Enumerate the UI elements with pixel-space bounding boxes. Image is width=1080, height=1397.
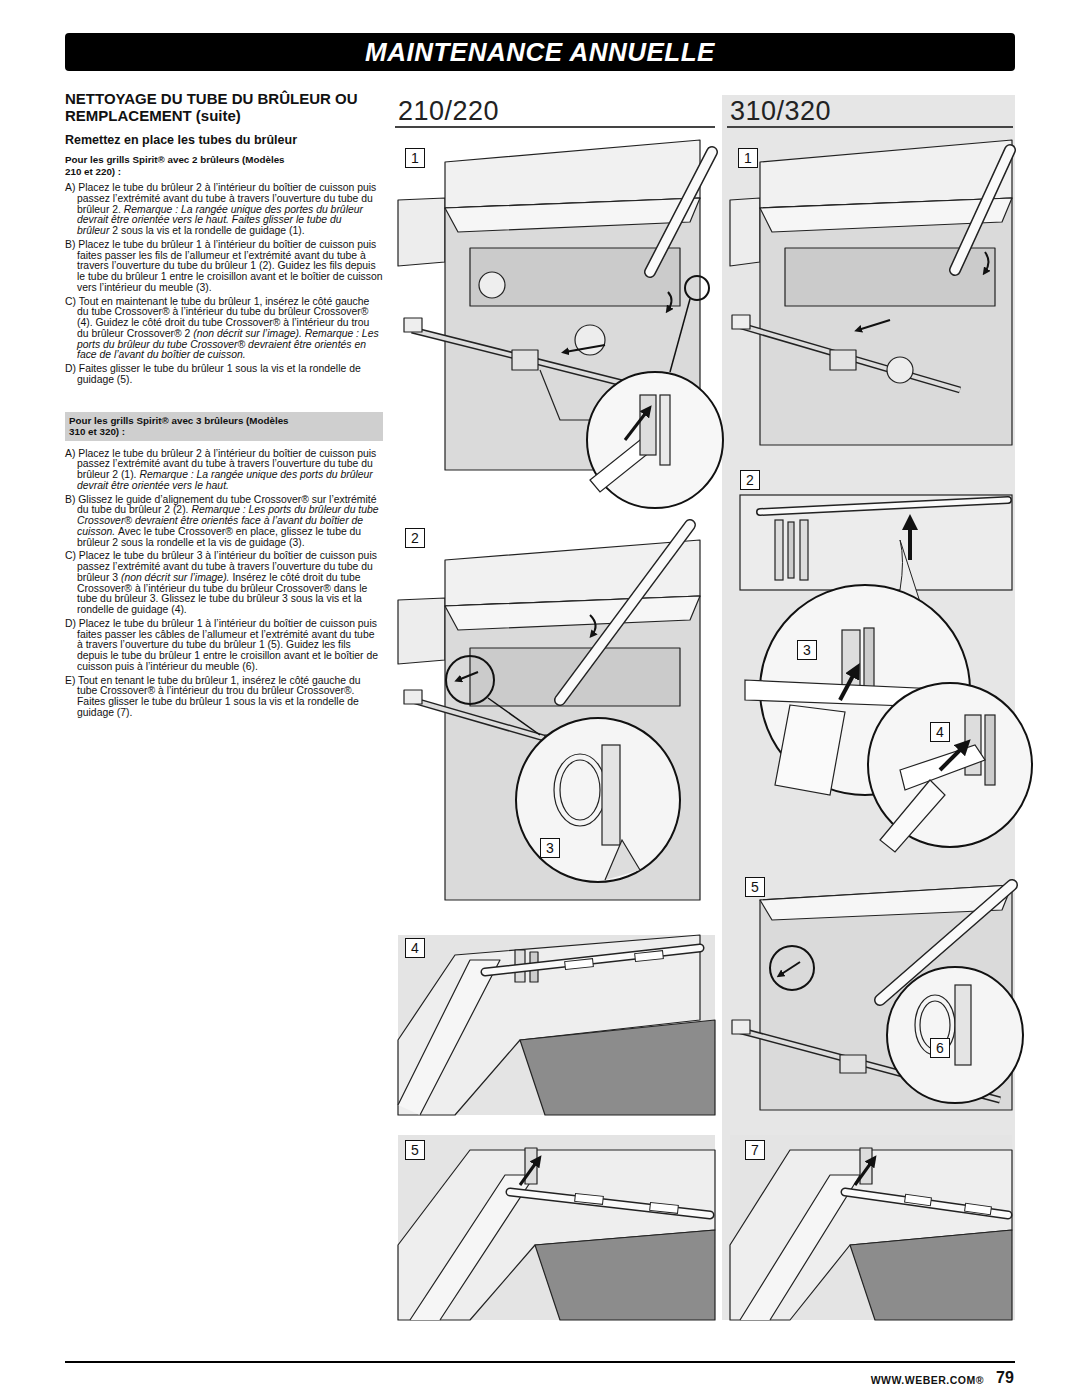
instruction-step: D) Faites glisser le tube du brûleur 1 s… [65,364,383,386]
callout-number: 6 [930,1038,950,1058]
model-heading: Pour les grills Spirit® avec 3 brûleurs … [69,415,299,438]
page-number: 79 [996,1369,1014,1387]
model-band: Pour les grills Spirit® avec 3 brûleurs … [65,412,383,441]
callout-number: 1 [738,148,758,168]
instruction-step: A) Placez le tube du brûleur 2 à l’intér… [65,449,383,492]
subsection-heading: Remettez en place les tubes du brûleur [65,133,383,148]
instruction-step: A) Placez le tube du brûleur 2 à l’intér… [65,183,383,237]
page-title: MAINTENANCE ANNUELLE [365,37,715,68]
callout-number: 2 [405,528,425,548]
instruction-step: B) Placez le tube du brûleur 1 à l’intér… [65,240,383,294]
step-text: D) Faites glisser le tube du brûleur 1 s… [65,363,361,385]
website: WWW.WEBER.COM® [871,1374,984,1386]
instruction-step: D) Placez le tube du brûleur 1 à l’intér… [65,619,383,673]
callout-number: 7 [745,1140,765,1160]
model-heading: Pour les grills Spirit® avec 2 brûleurs … [65,154,295,177]
text-column: NETTOYAGE DU TUBE DU BRÛLEUR OU REMPLACE… [65,90,383,722]
instruction-step: B) Glissez le guide d’alignement du tube… [65,495,383,549]
step-text: B) Placez le tube du brûleur 1 à l’intér… [65,239,383,293]
title-bar: MAINTENANCE ANNUELLE [65,33,1015,71]
step-note: (non décrit sur l’image). [121,572,230,583]
callout-number: 5 [405,1140,425,1160]
instruction-step: C) Placez le tube du brûleur 3 à l’intér… [65,551,383,616]
section-heading: NETTOYAGE DU TUBE DU BRÛLEUR OU REMPLACE… [65,90,365,124]
callout-number: 2 [740,470,760,490]
instruction-step: E) Tout en tenant le tube du brûleur 1, … [65,676,383,719]
callout-number: 3 [540,838,560,858]
step-text: Avec le tube Crossover® en place, glisse… [77,526,361,548]
callout-number: 5 [745,877,765,897]
step-text: 2 sous la vis et la rondelle de guidage … [112,225,304,236]
step-text: D) Placez le tube du brûleur 1 à l’intér… [65,618,378,672]
callout-number: 3 [797,640,817,660]
step-text: E) Tout en tenant le tube du brûleur 1, … [65,675,361,718]
callout-number: 4 [405,938,425,958]
callout-number: 4 [930,722,950,742]
model-range: 310/320 [730,96,831,126]
instruction-step: C) Tout en maintenant le tube du brûleur… [65,297,383,362]
model-range: 210/220 [398,96,499,126]
callout-number: 1 [405,148,425,168]
